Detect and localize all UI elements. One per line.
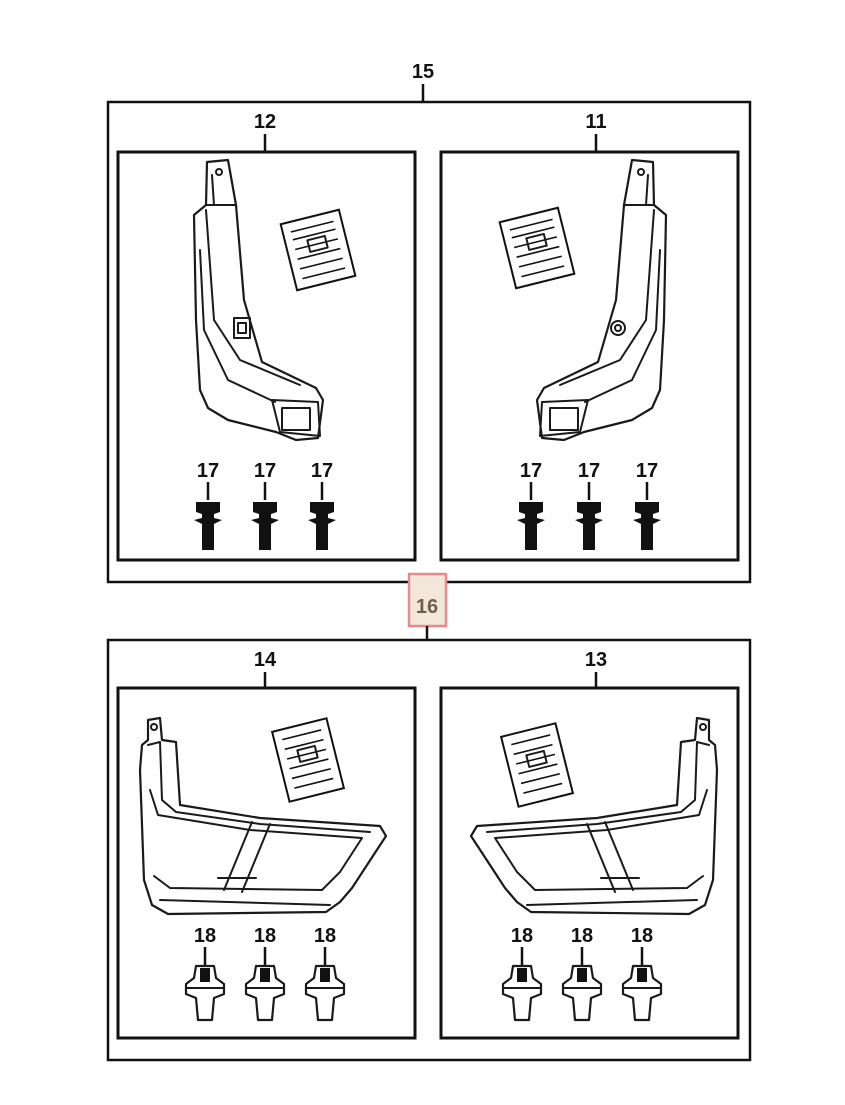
- bolt-17-e: 17: [575, 460, 603, 550]
- callout-13[interactable]: 13: [585, 649, 607, 671]
- bolt-17-c: 17: [308, 460, 336, 550]
- frame-13: [439, 686, 740, 1040]
- callout-18[interactable]: 18: [194, 925, 216, 947]
- bolt-17-a: 17: [194, 460, 222, 550]
- clip-18-c: 18: [304, 925, 346, 1022]
- callout-18[interactable]: 18: [254, 925, 276, 947]
- panel-11: 11 17: [439, 111, 740, 562]
- callout-17[interactable]: 17: [311, 460, 333, 482]
- bolt-17-d: 17: [517, 460, 545, 550]
- instruction-sheet-13: [499, 722, 575, 808]
- fastener-row-18-left: 18 18 18: [184, 925, 346, 1022]
- callout-17[interactable]: 17: [578, 460, 600, 482]
- bolt-17-f: 17: [633, 460, 661, 550]
- splash-guard-front-right-illustration: [469, 716, 719, 916]
- callout-18[interactable]: 18: [631, 925, 653, 947]
- instruction-sheet-12: [279, 208, 357, 292]
- clip-18-d: 18: [501, 925, 543, 1022]
- panel-14: 14 18: [116, 649, 417, 1040]
- callout-14[interactable]: 14: [254, 649, 277, 671]
- callout-18[interactable]: 18: [571, 925, 593, 947]
- clip-18-f: 18: [621, 925, 663, 1022]
- fastener-row-17-left: 17 17 17: [194, 460, 336, 550]
- callout-18[interactable]: 18: [511, 925, 533, 947]
- instruction-sheet-11: [498, 206, 576, 290]
- callout-11[interactable]: 11: [585, 111, 606, 133]
- callout-16[interactable]: 16: [416, 596, 438, 618]
- frame-16: [106, 638, 752, 1062]
- mud-flap-rear-left-illustration: [192, 158, 325, 442]
- callout-17[interactable]: 17: [520, 460, 542, 482]
- mud-flap-rear-right-illustration: [535, 158, 668, 442]
- fastener-row-18-right: 18 18 18: [501, 925, 663, 1022]
- callout-18[interactable]: 18: [314, 925, 336, 947]
- callout-17[interactable]: 17: [254, 460, 276, 482]
- clip-18-b: 18: [244, 925, 286, 1022]
- panel-13: 13 18: [439, 649, 740, 1040]
- clip-18-e: 18: [561, 925, 603, 1022]
- callout-15[interactable]: 15: [412, 61, 434, 83]
- clip-18-a: 18: [184, 925, 226, 1022]
- instruction-sheet-14: [270, 717, 346, 803]
- frame-11: [439, 150, 740, 562]
- fastener-row-17-right: 17 17 17: [517, 460, 661, 550]
- splash-guard-front-left-illustration: [138, 716, 388, 916]
- bolt-17-b: 17: [251, 460, 279, 550]
- callout-17[interactable]: 17: [197, 460, 219, 482]
- frame-12: [116, 150, 417, 562]
- panel-12: 12 17: [116, 111, 417, 562]
- highlight-box: [407, 572, 448, 628]
- frame-14: [116, 686, 417, 1040]
- callout-12[interactable]: 12: [254, 111, 276, 133]
- callout-17[interactable]: 17: [636, 460, 658, 482]
- callout-16-highlight[interactable]: 16: [407, 572, 448, 640]
